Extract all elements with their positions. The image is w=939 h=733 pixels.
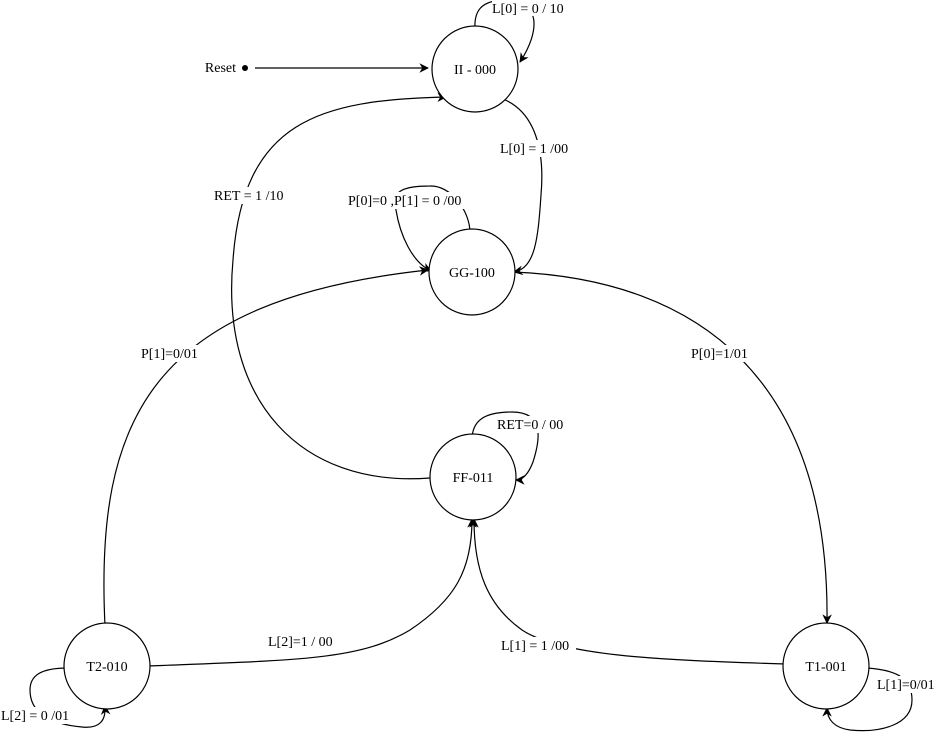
- state-ii-label: II - 000: [454, 63, 496, 78]
- edge-t2-to-ff: [147, 518, 477, 667]
- label-t2-to-gg: P[1]=0/01: [141, 347, 198, 362]
- state-gg-label: GG-100: [449, 266, 495, 281]
- reset-label: Reset: [205, 61, 236, 76]
- edge-ii-to-gg: [502, 98, 543, 276]
- label-gg-to-t1: P[0]=1/01: [691, 347, 748, 362]
- label-gg-self: P[0]=0 ,P[1] = 0 /00: [348, 194, 461, 209]
- state-ff: FF-011: [429, 433, 517, 521]
- state-ii: II - 000: [431, 25, 519, 113]
- label-ii-self: L[0] = 0 / 10: [492, 2, 564, 17]
- edge-ff-to-ii: [231, 92, 447, 480]
- label-ff-to-ii: RET = 1 /10: [214, 189, 283, 204]
- state-t1-label: T1-001: [805, 660, 846, 675]
- label-t2-to-ff: L[2]=1 / 00: [268, 635, 333, 650]
- label-t1-self: L[1]=0/01: [877, 678, 935, 693]
- label-t1-to-ff: L[1] = 1 /00: [501, 639, 569, 654]
- label-ii-to-gg: L[0] = 1 /00: [500, 142, 568, 157]
- label-ff-self: RET=0 / 00: [497, 418, 563, 433]
- state-gg: GG-100: [428, 228, 516, 316]
- state-ff-label: FF-011: [453, 471, 494, 486]
- edge-gg-to-t1: [513, 271, 832, 624]
- state-t1: T1-001: [782, 622, 870, 710]
- edge-t2-to-gg: [103, 266, 429, 627]
- reset-dot: [242, 65, 248, 71]
- label-t2-self: L[2] = 0 /01: [1, 709, 69, 724]
- state-t2-label: T2-010: [86, 660, 127, 675]
- state-t2: T2-010: [63, 622, 151, 710]
- edge-t1-to-ff: [469, 518, 787, 665]
